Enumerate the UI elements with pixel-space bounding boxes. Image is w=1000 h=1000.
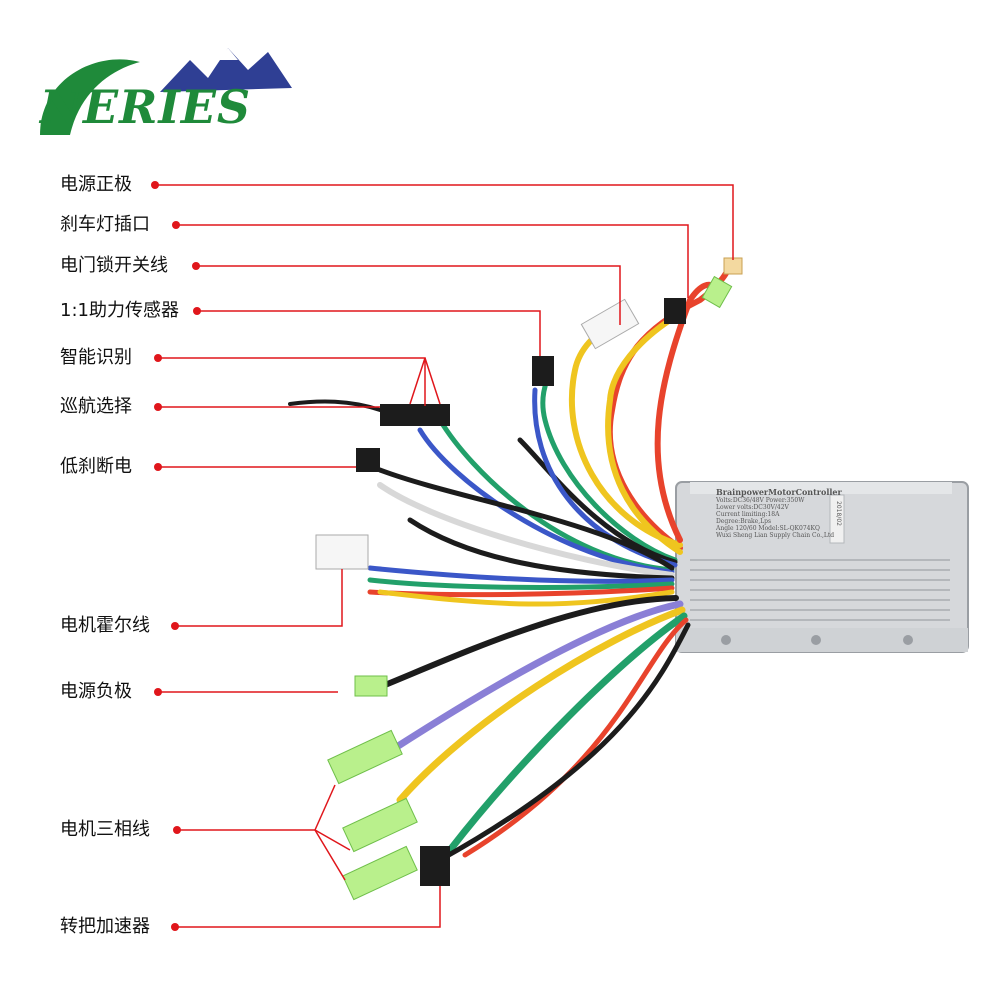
controller-spec-line: Lower volts:DC30V/42V bbox=[716, 504, 789, 511]
label-power-negative: 电源负极 bbox=[60, 681, 132, 702]
controller-spec-line: Wuxi Sheng Lian Supply Chain Co.,Ltd bbox=[716, 532, 835, 539]
label-motor-phase-wires: 电机三相线 bbox=[60, 819, 150, 840]
connectors bbox=[315, 257, 743, 901]
brand-logo: NERIES bbox=[40, 80, 251, 134]
controller-spec-line: Angle 120/60 Model:SL-QK074KQ bbox=[716, 525, 820, 532]
label-pas-sensor: 1:1助力传感器 bbox=[60, 300, 179, 321]
wire-harness bbox=[288, 259, 733, 863]
controller-spec-line: Current limiting:18A bbox=[716, 511, 780, 518]
label-brake-light-socket: 刹车灯插口 bbox=[60, 214, 150, 235]
controller-label: BrainpowerMotorController Volts:DC36/48V… bbox=[716, 487, 842, 539]
label-throttle: 转把加速器 bbox=[60, 916, 150, 937]
label-power-positive: 电源正极 bbox=[60, 174, 132, 195]
label-motor-hall-wire: 电机霍尔线 bbox=[60, 615, 150, 636]
brand-logo-text: NERIES bbox=[40, 80, 252, 134]
controller-side-code: 2018/02 bbox=[834, 501, 842, 526]
logo-mountains bbox=[40, 48, 292, 135]
annotation-lines bbox=[155, 184, 734, 928]
annotation-dots bbox=[151, 181, 201, 931]
controller-box bbox=[675, 481, 969, 653]
controller-title: BrainpowerMotorController bbox=[716, 487, 842, 497]
label-ignition-switch-wire: 电门锁开关线 bbox=[60, 255, 168, 276]
label-low-brake-cutoff: 低刹断电 bbox=[60, 456, 132, 477]
label-smart-recognition: 智能识别 bbox=[60, 347, 132, 368]
label-cruise-select: 巡航选择 bbox=[60, 396, 132, 417]
controller-spec-line: Volts:DC36/48V Power:350W bbox=[716, 497, 805, 504]
controller-spec-line: Degree:Brake,Lps bbox=[716, 518, 772, 525]
